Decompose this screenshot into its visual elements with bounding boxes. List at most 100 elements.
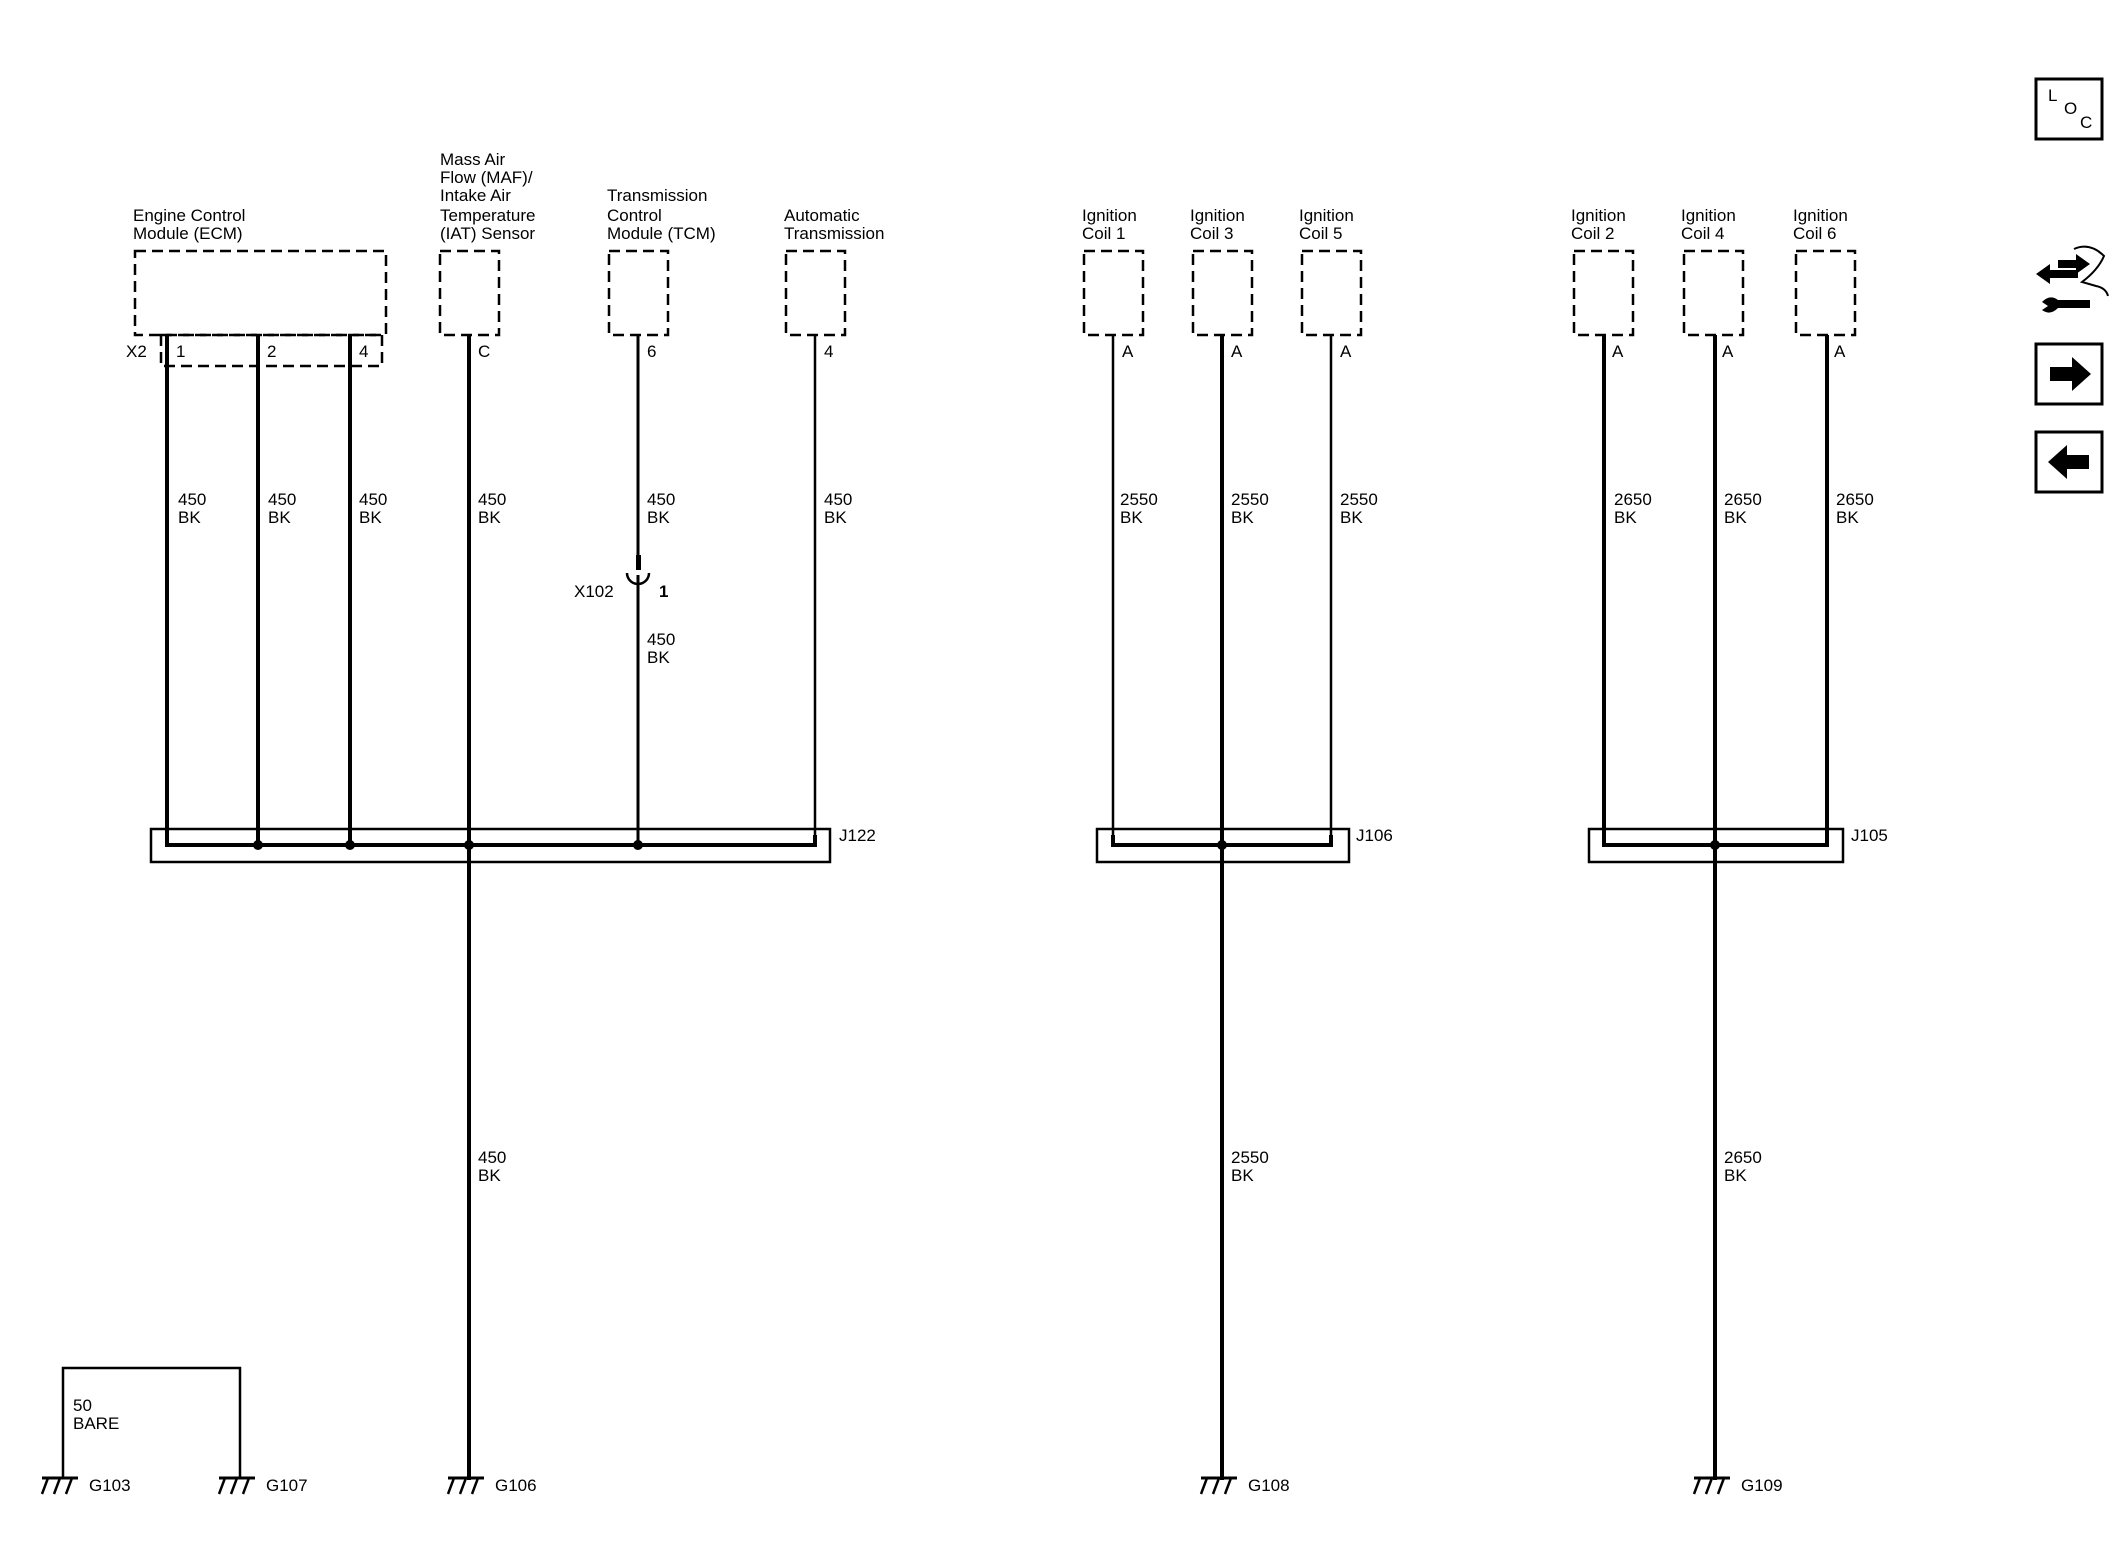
ground-g109-label: G109 — [1741, 1476, 1783, 1495]
splice-j105-outline — [1587, 827, 1845, 864]
coil-5-pin-a: A — [1340, 342, 1352, 361]
ecm-box — [133, 249, 388, 337]
prev-arrow-frame[interactable] — [2034, 430, 2104, 494]
arrow-right-icon — [2050, 357, 2091, 391]
splice-j105-label: J105 — [1851, 826, 1888, 845]
double-arrow-right — [2058, 254, 2090, 274]
previous-page-button[interactable] — [2034, 430, 2104, 494]
x102-pin-label: 1 — [659, 582, 668, 601]
maf-iat-sensor-box — [438, 249, 501, 337]
splice-dot — [464, 840, 474, 850]
splice-dot — [1217, 840, 1227, 850]
ignition-coil-1-label: Ignition Coil 1 — [1082, 206, 1142, 243]
bare-strap-wire — [61, 1366, 242, 1478]
next-page-button[interactable] — [2034, 342, 2104, 406]
ground-icon — [217, 1476, 255, 1495]
wires-j105-group — [1602, 335, 1829, 1480]
tcm-label: Transmission Control Module (TCM) — [607, 186, 716, 243]
ground-icon — [1692, 1476, 1730, 1495]
coil-1-pin-a: A — [1122, 342, 1134, 361]
ignition-coil-4-box — [1682, 249, 1745, 337]
ground-g106-label: G106 — [495, 1476, 537, 1495]
splice-j122: J122 — [149, 826, 876, 864]
maf-pin-c: C — [478, 342, 490, 361]
wires-j106-group — [1111, 335, 1333, 1480]
ignition-coil-1-box — [1082, 249, 1145, 337]
hand-outline — [2073, 245, 2109, 297]
splice-j106-label: J106 — [1356, 826, 1393, 845]
ignition-coil-3-label: Ignition Coil 3 — [1190, 206, 1250, 243]
splice-j122-outline — [149, 827, 832, 864]
ecm-pin-2: 2 — [267, 342, 276, 361]
ground-g103-label: G103 — [89, 1476, 131, 1495]
splice-j122-label: J122 — [839, 826, 876, 845]
x102-pin-male — [636, 555, 641, 570]
coil-2-pin-a: A — [1612, 342, 1624, 361]
automatic-transmission-box — [784, 249, 847, 337]
ignition-coil-2-box — [1572, 249, 1635, 337]
ignition-coil-5-label: Ignition Coil 5 — [1299, 206, 1359, 243]
splice-dot — [253, 840, 263, 850]
ground-icon — [40, 1476, 78, 1495]
ground-g109: G109 — [1692, 1476, 1783, 1495]
ground-g103: G103 — [40, 1476, 131, 1495]
splice-dot — [345, 840, 355, 850]
wrench-icon — [2042, 297, 2090, 313]
ignition-coil-4-label: Ignition Coil 4 — [1681, 206, 1741, 243]
loc-icon[interactable] — [2034, 77, 2104, 141]
ignition-coil-3-box — [1191, 249, 1254, 337]
splice-dot — [633, 840, 643, 850]
splice-j106-outline — [1095, 827, 1351, 864]
splice-dot — [1710, 840, 1720, 850]
tcm-box — [607, 249, 670, 337]
x102-label: X102 — [574, 582, 614, 601]
double-arrow-left — [2036, 264, 2078, 284]
next-arrow-frame[interactable] — [2034, 342, 2104, 406]
maf-iat-sensor-label: Mass Air Flow (MAF)/ Intake Air Temperat… — [440, 150, 540, 243]
ecm-pin-4: 4 — [359, 342, 368, 361]
ecm-label: Engine Control Module (ECM) — [133, 206, 250, 243]
splice-j106: J106 — [1095, 826, 1393, 864]
ignition-coil-2-label: Ignition Coil 2 — [1571, 206, 1631, 243]
splice-j105: J105 — [1587, 826, 1888, 864]
inline-connector-x102: X102 1 — [574, 555, 668, 601]
ecm-connector-label: X2 — [126, 342, 147, 361]
splice-j122-bus — [165, 835, 817, 847]
ignition-coil-5-box — [1300, 249, 1363, 337]
loc-letter-o: O — [2064, 99, 2077, 118]
coil-6-pin-a: A — [1834, 342, 1846, 361]
ground-g107: G107 — [217, 1476, 308, 1495]
ignition-coil-6-box — [1794, 249, 1857, 337]
ground-g108-label: G108 — [1248, 1476, 1290, 1495]
x102-pin-female — [625, 572, 651, 586]
component-locator-button[interactable]: L O C — [2034, 77, 2104, 141]
coil-4-pin-a: A — [1722, 342, 1734, 361]
ground-icon — [446, 1476, 484, 1495]
arrow-left-icon — [2048, 445, 2089, 479]
ecm-pin-1: 1 — [176, 342, 185, 361]
automatic-transmission-label: Automatic Transmission — [784, 206, 884, 243]
at-pin-4: 4 — [824, 342, 833, 361]
ground-g108: G108 — [1199, 1476, 1290, 1495]
connector-service-icon[interactable] — [2036, 245, 2109, 313]
ground-g107-label: G107 — [266, 1476, 308, 1495]
ground-g106: G106 — [446, 1476, 537, 1495]
